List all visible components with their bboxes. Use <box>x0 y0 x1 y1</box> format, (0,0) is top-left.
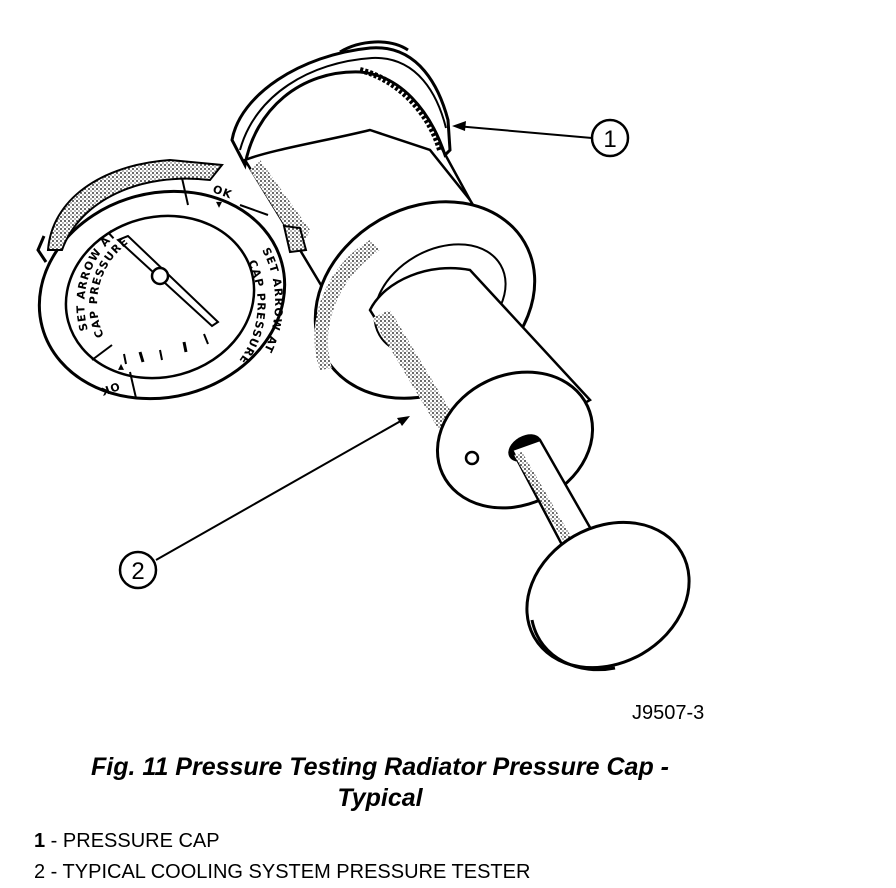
dial-ok-top: OK <box>211 183 234 202</box>
legend-label: PRESSURE CAP <box>62 830 220 852</box>
figure-id: J9507-3 <box>632 702 705 724</box>
caption-line-2: Typical <box>337 784 423 812</box>
callout-2: 2 <box>118 416 410 590</box>
pressure-tester-illustration: SET ARROW AT CAP PRESSURE SET ARROW AT C… <box>36 40 691 672</box>
legend-label: TYPICAL COOLING SYSTEM PRESSURE TESTER <box>62 861 531 883</box>
legend-separator: - <box>45 830 63 852</box>
callout-2-number: 2 <box>131 558 144 585</box>
legend-number: 1 <box>34 830 46 852</box>
gauge-fitting <box>282 224 308 254</box>
callout-1-number: 1 <box>603 126 616 153</box>
pressure-gauge: SET ARROW AT CAP PRESSURE SET ARROW AT C… <box>36 158 287 401</box>
caption-line-1: Fig. 11 Pressure Testing Radiator Pressu… <box>91 753 669 781</box>
callout-legend: 1 - PRESSURE CAP 2 - TYPICAL COOLING SYS… <box>34 826 530 888</box>
pressure-cap <box>230 40 452 170</box>
figure-caption: Fig. 11 Pressure Testing Radiator Pressu… <box>40 752 720 814</box>
dial-ok-bottom: OK <box>98 379 121 398</box>
dial-ok-bottom-arrow: ▴ <box>118 359 124 373</box>
legend-separator: - <box>45 861 63 883</box>
callout-1: 1 <box>452 118 630 158</box>
legend-number: 2 <box>34 861 46 883</box>
gauge-tick-marks <box>123 333 209 365</box>
dial-ok-top-arrow: ▾ <box>216 197 222 211</box>
legend-item: 2 - TYPICAL COOLING SYSTEM PRESSURE TEST… <box>34 857 530 888</box>
legend-item: 1 - PRESSURE CAP <box>34 826 530 857</box>
plunger <box>510 438 691 672</box>
gauge-needle <box>116 234 220 328</box>
